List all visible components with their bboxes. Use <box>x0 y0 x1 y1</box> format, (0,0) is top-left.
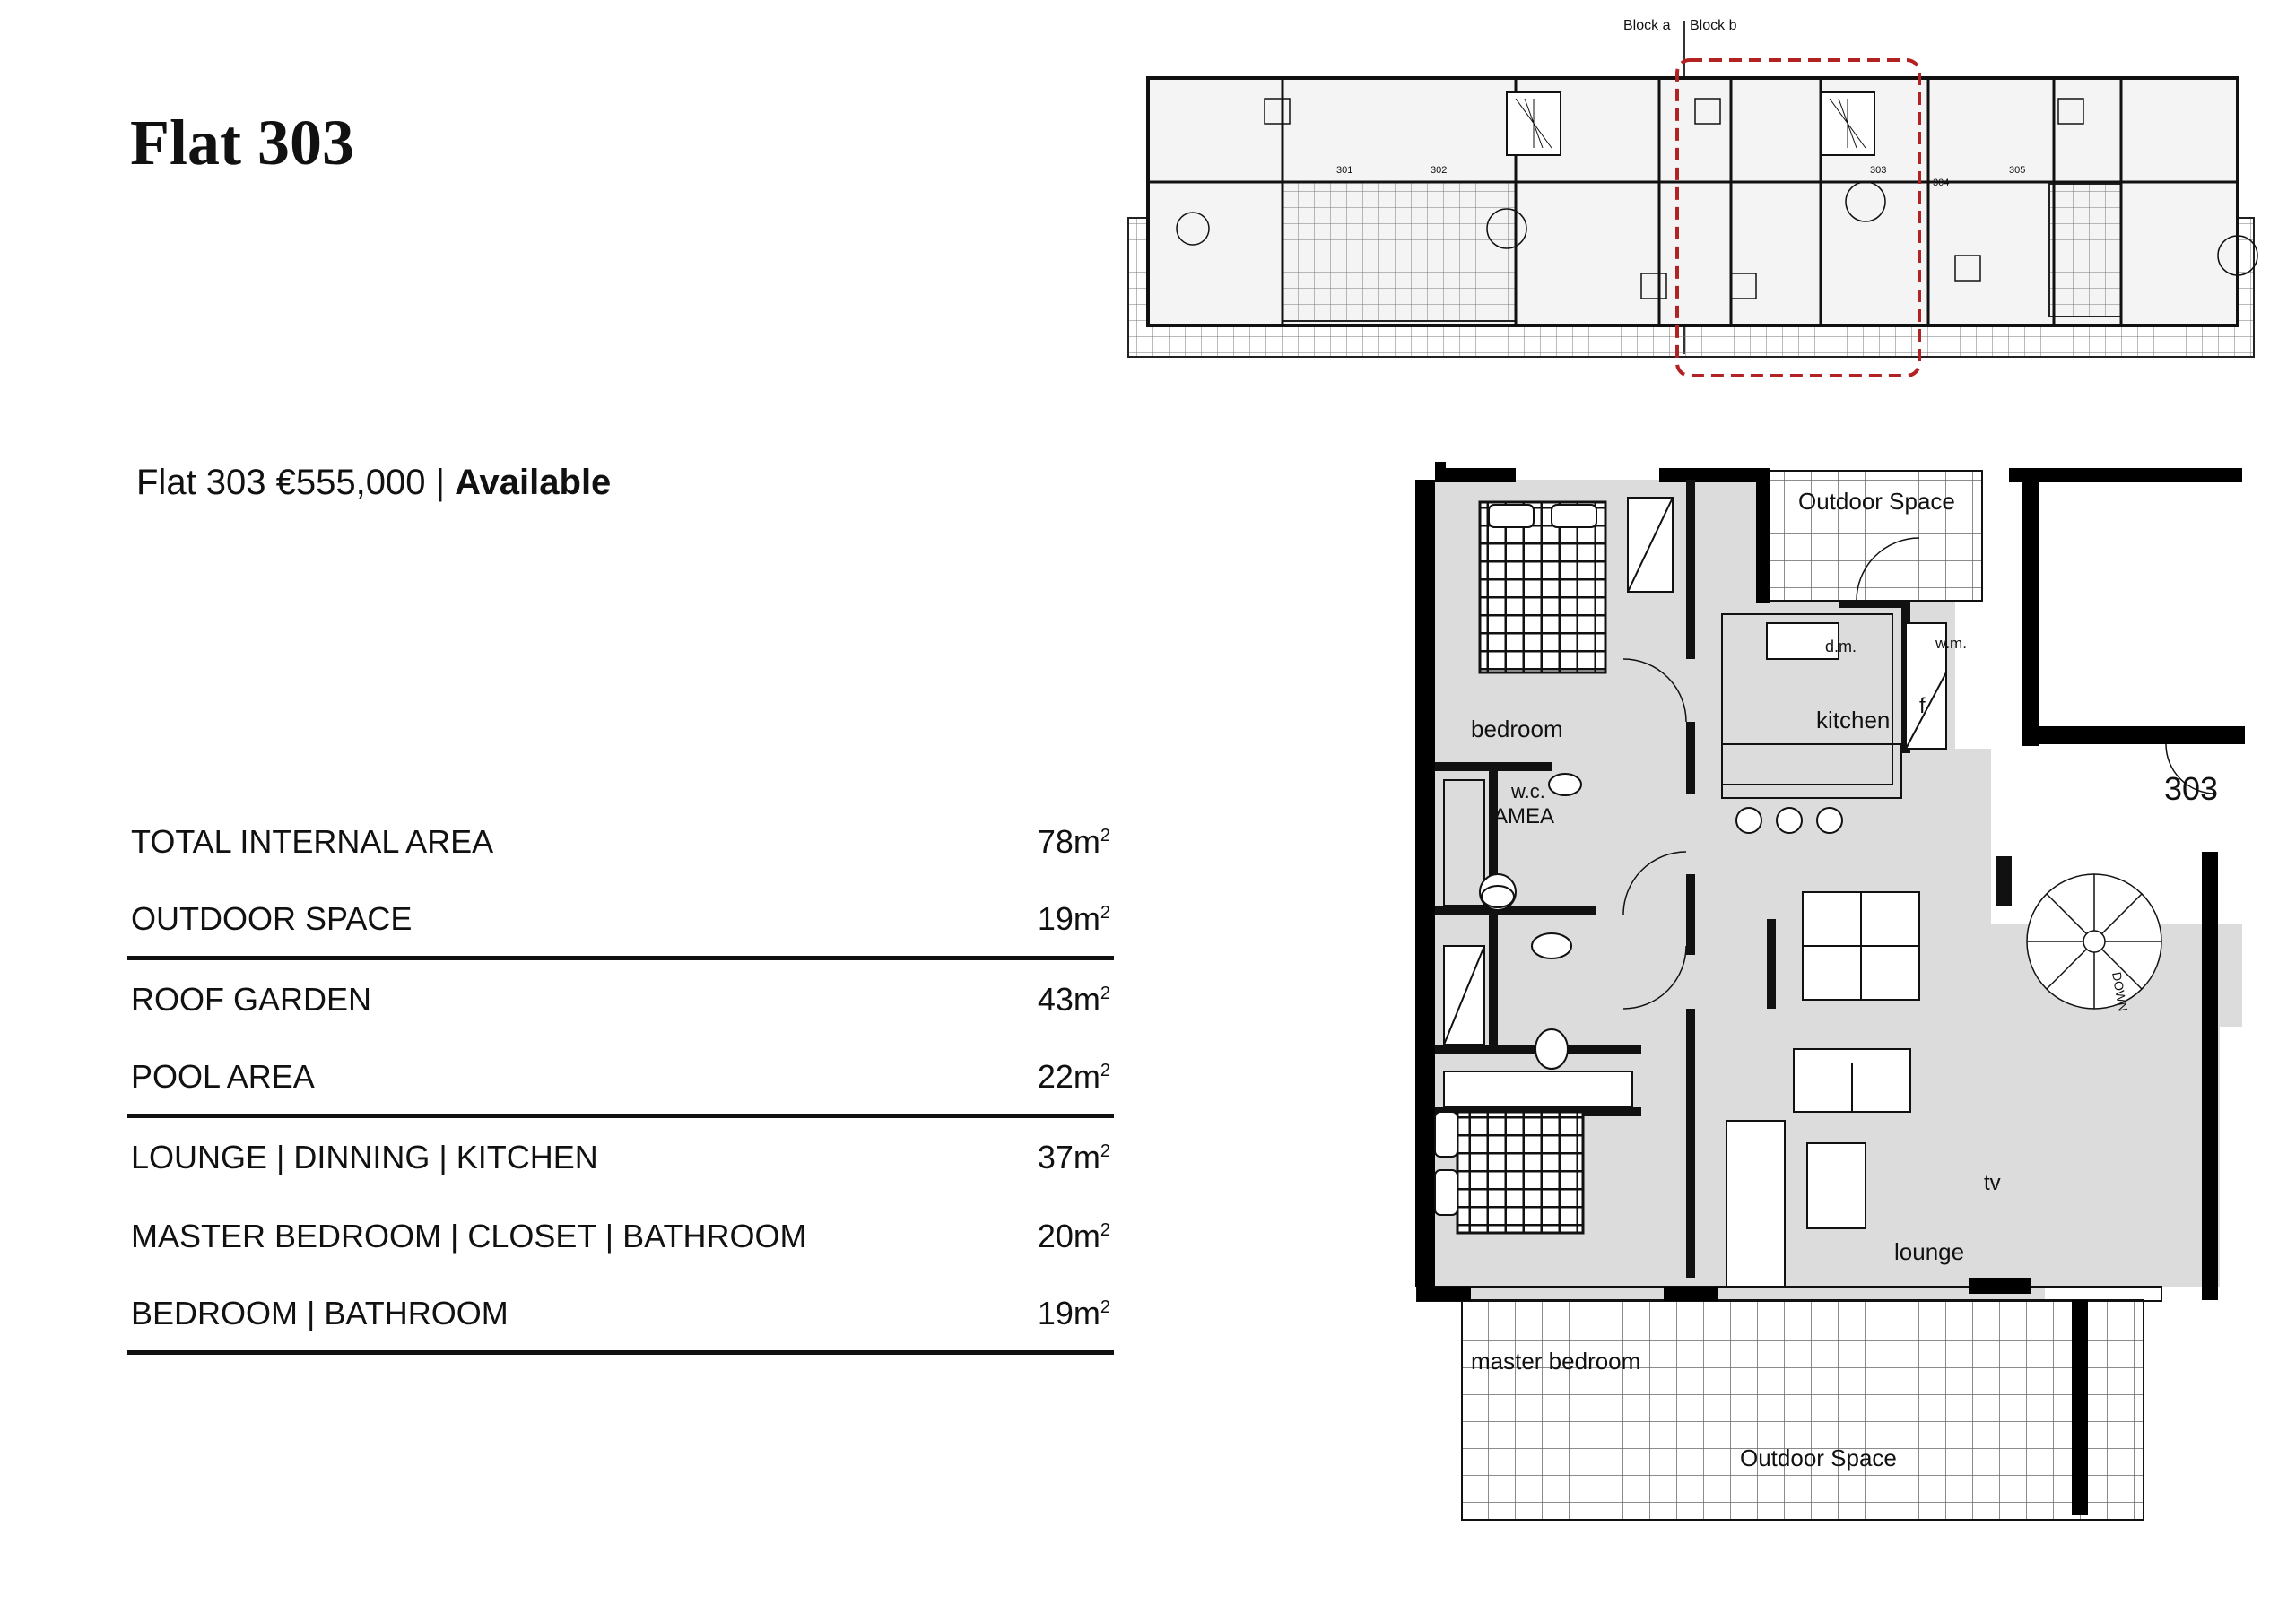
outdoor-bottom-label: Outdoor Space <box>1740 1444 1897 1471</box>
area-row: TOTAL INTERNAL AREA 78m2 <box>127 802 1114 881</box>
flat-label: Flat 303 <box>136 463 266 502</box>
area-label: LOUNGE | DINNING | KITCHEN <box>131 1139 598 1175</box>
area-label: TOTAL INTERNAL AREA <box>131 823 494 860</box>
separator: | <box>435 463 446 502</box>
lounge-furniture <box>1726 1048 1911 1288</box>
price-line: Flat 303 €555,000 | Available <box>136 463 611 503</box>
area-label: ROOF GARDEN <box>131 981 372 1018</box>
washing-machine-label: w.m. <box>1935 635 1967 652</box>
availability-status: Available <box>455 463 612 502</box>
block-b-label: Block b <box>1690 18 1737 33</box>
amea-label: AMEA <box>1493 804 1554 828</box>
area-value: 19m2 <box>1037 899 1110 937</box>
unit-301: 301 <box>1336 165 1352 176</box>
area-value: 20m2 <box>1037 1218 1110 1254</box>
fridge-label: f <box>1919 694 1926 718</box>
unit-303: 303 <box>1870 165 1886 176</box>
site-plan: Block a Block b 301 302 303 30 <box>1127 18 2258 377</box>
price: €555,000 <box>275 463 426 502</box>
area-row: POOL AREA 22m2 <box>127 1039 1114 1118</box>
highlight-box <box>1675 58 1921 377</box>
area-row: LOUNGE | DINNING | KITCHEN 37m2 <box>127 1118 1114 1197</box>
unit-number: 303 <box>2164 770 2218 807</box>
dishwasher-label: d.m. <box>1825 638 1857 655</box>
area-row: OUTDOOR SPACE 19m2 <box>127 881 1114 960</box>
area-row: BEDROOM | BATHROOM 19m2 <box>127 1276 1114 1355</box>
area-value: 22m2 <box>1037 1057 1110 1095</box>
stair-down-label: DOWN <box>2109 971 2130 1012</box>
dining-table <box>1802 891 1920 1001</box>
wc-label: w.c. <box>1510 780 1545 802</box>
area-value: 19m2 <box>1037 1294 1110 1331</box>
lounge-label: lounge <box>1894 1238 1964 1265</box>
master-bed <box>1434 1110 1585 1235</box>
spiral-stair <box>2026 873 2162 1010</box>
area-table: TOTAL INTERNAL AREA 78m2 OUTDOOR SPACE 1… <box>127 802 1114 1355</box>
outdoor-space-bottom <box>1461 1299 2144 1521</box>
block-a-label: Block a <box>1623 18 1671 33</box>
tv-label: tv <box>1984 1171 2001 1195</box>
bedroom-bed <box>1478 500 1607 674</box>
bedroom-label: bedroom <box>1471 716 1563 742</box>
area-label: POOL AREA <box>131 1057 315 1095</box>
outdoor-top-label: Outdoor Space <box>1798 488 1955 515</box>
floor-plan: Outdoor Space bedroom d.m. w.m. f kitche… <box>1415 462 2245 1521</box>
unit-305: 305 <box>2009 165 2025 176</box>
area-label: OUTDOOR SPACE <box>131 899 413 937</box>
area-value: 78m2 <box>1037 823 1110 860</box>
area-row: ROOF GARDEN 43m2 <box>127 960 1114 1039</box>
area-label: MASTER BEDROOM | CLOSET | BATHROOM <box>131 1218 807 1254</box>
unit-304: 304 <box>1933 178 1949 188</box>
outdoor-space-top <box>1766 470 1983 602</box>
page-title: Flat 303 <box>130 107 354 178</box>
master-bedroom-label: master bedroom <box>1471 1348 1640 1375</box>
unit-302: 302 <box>1431 165 1447 176</box>
area-row: MASTER BEDROOM | CLOSET | BATHROOM 20m2 <box>127 1197 1114 1276</box>
area-value: 43m2 <box>1037 981 1110 1018</box>
area-label: BEDROOM | BATHROOM <box>131 1294 509 1331</box>
area-value: 37m2 <box>1037 1139 1110 1175</box>
kitchen-label: kitchen <box>1816 707 1890 733</box>
